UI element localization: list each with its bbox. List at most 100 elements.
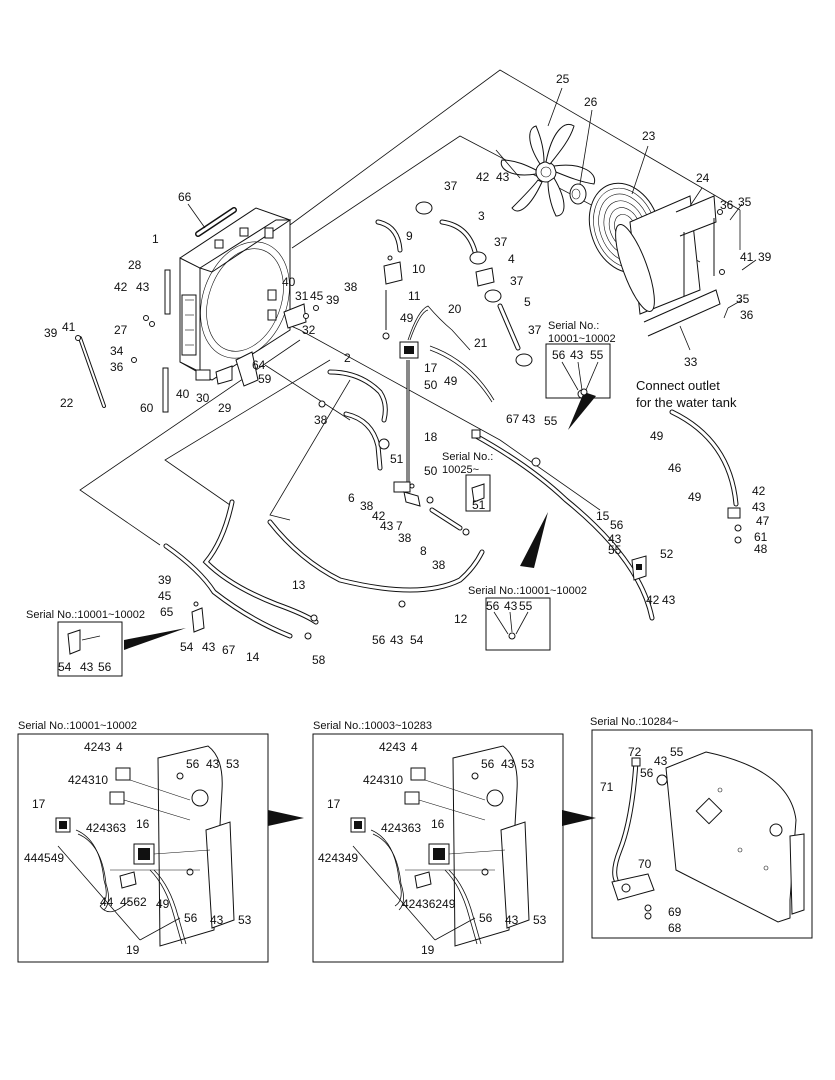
callout-l43b: 43 <box>496 170 510 184</box>
hose-12 <box>267 519 485 593</box>
strip-28 <box>164 269 171 315</box>
callout-l36c: 36 <box>740 308 754 322</box>
hose-14 <box>163 543 293 639</box>
callout-l10: 10 <box>412 262 426 276</box>
callout-p1l4: 4 <box>116 740 123 754</box>
callout-l54a: 54 <box>410 633 424 647</box>
callout-p1l43: 43 <box>206 757 220 771</box>
callout-p3l70: 70 <box>638 857 652 871</box>
hose-46 <box>669 409 742 544</box>
callout-l55c: 55 <box>608 543 622 557</box>
callout-l54b: 54 <box>180 640 194 654</box>
callout-l38c: 38 <box>360 499 374 513</box>
callout-l47: 47 <box>756 514 770 528</box>
note-serial-c: Serial No.:10001~10002 <box>468 585 587 597</box>
callout-l50b: 50 <box>424 464 438 478</box>
callout-l37a: 37 <box>444 179 458 193</box>
callout-l41a: 41 <box>62 320 76 334</box>
callout-l1: 1 <box>152 232 159 246</box>
callout-l39d: 39 <box>158 573 172 587</box>
callout-l66: 66 <box>178 190 192 204</box>
callout-l49d: 49 <box>688 490 702 504</box>
clamp-52 <box>631 555 647 581</box>
callout-l42c: 42 <box>372 509 386 523</box>
callout-p1l4549: 444549 <box>24 851 64 865</box>
callout-p2l16: 16 <box>431 817 445 831</box>
upper-hoses <box>375 201 533 367</box>
valve-7 <box>393 481 421 507</box>
callout-l56c: 56 <box>486 599 500 613</box>
strip-60 <box>162 367 169 413</box>
callout-l15: 15 <box>596 509 610 523</box>
callout-l4: 4 <box>508 252 515 266</box>
callout-l55a: 55 <box>544 414 558 428</box>
callout-l46: 46 <box>668 461 682 475</box>
note-serial-b: Serial No.: <box>442 451 493 463</box>
callout-p2l56b: 56 <box>479 911 493 925</box>
callout-p1l53b: 53 <box>238 913 252 927</box>
callout-l39c: 39 <box>758 250 772 264</box>
callout-l42b: 42 <box>476 170 490 184</box>
callout-l67b: 67 <box>222 643 236 657</box>
callout-l41b: 41 <box>740 250 754 264</box>
callout-l13: 13 <box>292 578 306 592</box>
callout-l64: 64 <box>252 358 266 372</box>
callout-l50a: 50 <box>424 378 438 392</box>
note-connect-2: for the water tank <box>636 395 737 410</box>
fan-guard-23 <box>588 182 701 315</box>
callout-l39a: 39 <box>44 326 58 340</box>
callout-l42e: 42 <box>646 593 660 607</box>
callout-l60: 60 <box>140 401 154 415</box>
callout-l34: 34 <box>110 344 124 358</box>
callout-p3l71: 71 <box>600 780 614 794</box>
callout-l49a: 49 <box>400 311 414 325</box>
callout-p1l53: 53 <box>226 757 240 771</box>
callout-l37c: 37 <box>510 274 524 288</box>
callout-l31: 31 <box>295 289 309 303</box>
callout-p2l53b: 53 <box>533 913 547 927</box>
callout-l6: 6 <box>348 491 355 505</box>
panel-1-drawing <box>55 745 235 947</box>
callout-l51a: 51 <box>390 452 404 466</box>
panel-3-drawing <box>611 751 805 923</box>
callout-p2l17: 17 <box>327 797 341 811</box>
callout-p2l6249: 42436249 <box>402 897 456 911</box>
callout-p1l56: 56 <box>186 757 200 771</box>
callout-l36a: 36 <box>110 360 124 374</box>
callout-p1l16: 16 <box>136 817 150 831</box>
callout-l2: 2 <box>344 351 351 365</box>
callout-l18: 18 <box>424 430 438 444</box>
callout-l43g: 43 <box>608 532 622 546</box>
radiator-assembly <box>179 207 292 381</box>
callout-l56e: 56 <box>98 660 112 674</box>
callout-p2l4310: 424310 <box>363 773 403 787</box>
callout-l30: 30 <box>196 391 210 405</box>
note-serial-a-range: 10001~10002 <box>548 333 616 345</box>
callout-l48: 48 <box>754 542 768 556</box>
callout-p1l4310: 424310 <box>68 773 108 787</box>
callout-l56a: 56 <box>552 348 566 362</box>
callout-l51b: 51 <box>472 498 486 512</box>
callout-p2l4363: 424363 <box>381 821 421 835</box>
callout-l45b: 45 <box>158 589 172 603</box>
callout-l38d: 38 <box>398 531 412 545</box>
serial-box-b <box>465 474 491 512</box>
callout-l25: 25 <box>556 72 570 86</box>
callout-p2l43: 43 <box>501 757 515 771</box>
hardware-bolts <box>75 303 319 387</box>
callout-p3l56: 56 <box>640 766 654 780</box>
callout-l26: 26 <box>584 95 598 109</box>
callout-l43j: 43 <box>390 633 404 647</box>
callout-l8: 8 <box>420 544 427 558</box>
callout-l43h: 43 <box>662 593 676 607</box>
callout-l33: 33 <box>684 355 698 369</box>
tube-20 <box>407 305 471 351</box>
shroud-frame-24 <box>643 195 725 337</box>
callout-p2l4243: 424349 <box>318 851 358 865</box>
callout-p1l43b: 43 <box>210 913 224 927</box>
callout-p1l49: 49 <box>156 897 170 911</box>
callout-l17a: 17 <box>424 361 438 375</box>
note-connect-1: Connect outlet <box>636 378 720 393</box>
